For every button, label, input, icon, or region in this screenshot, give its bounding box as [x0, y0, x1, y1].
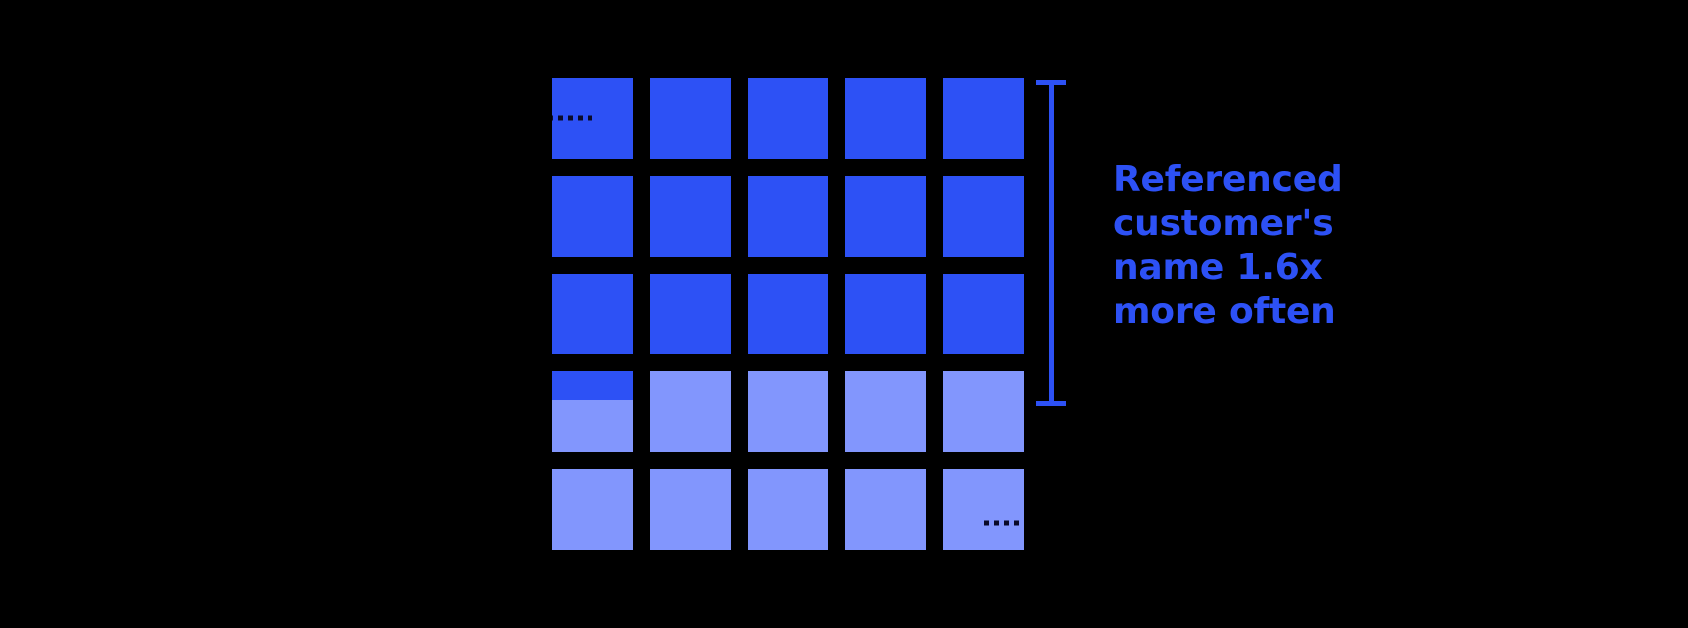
waffle-cell	[943, 78, 1024, 159]
waffle-cell-filled	[943, 273, 1024, 355]
waffle-cell-filled	[552, 273, 633, 355]
waffle-cell-filled	[943, 78, 1024, 159]
waffle-cell-filled	[649, 78, 731, 159]
bracket-bottom-cap	[1036, 401, 1066, 406]
annotation-line-2: customer's	[1113, 203, 1334, 244]
waffle-cell-unfilled	[845, 371, 927, 453]
waffle-cell	[943, 273, 1024, 355]
waffle-cell-unfilled	[552, 469, 633, 550]
waffle-grid	[552, 78, 1024, 550]
waffle-cell	[747, 273, 829, 355]
waffle-cell-filled	[943, 175, 1024, 257]
waffle-cell	[747, 78, 829, 159]
waffle-cell	[845, 371, 927, 453]
waffle-cell	[552, 175, 633, 257]
start-dotted-marker	[552, 115, 592, 121]
waffle-cell-filled	[747, 273, 829, 355]
waffle-cell-filled	[845, 273, 927, 355]
measurement-bracket	[1036, 80, 1066, 406]
waffle-cell	[649, 371, 731, 453]
waffle-cell	[845, 469, 927, 550]
annotation-line-4: more often	[1113, 291, 1336, 332]
waffle-cell	[552, 469, 633, 550]
waffle-cell-unfilled	[943, 371, 1024, 453]
waffle-cell	[552, 273, 633, 355]
bracket-stem	[1049, 80, 1054, 406]
waffle-cell	[845, 175, 927, 257]
waffle-cell	[943, 469, 1024, 550]
waffle-cell-unfilled	[747, 469, 829, 550]
waffle-cell	[649, 273, 731, 355]
waffle-cell	[649, 78, 731, 159]
waffle-cell	[747, 175, 829, 257]
waffle-cell-filled	[845, 175, 927, 257]
waffle-cell	[649, 469, 731, 550]
annotation-text: Referenced customer's name 1.6x more oft…	[1113, 158, 1413, 334]
waffle-cell	[747, 469, 829, 550]
waffle-cell-unfilled	[649, 469, 731, 550]
end-dotted-marker	[984, 520, 1024, 526]
waffle-cell	[845, 273, 927, 355]
waffle-cell-unfilled	[649, 371, 731, 453]
waffle-cell-filled	[649, 175, 731, 257]
waffle-cell-unfilled	[747, 371, 829, 453]
waffle-cell-unfilled	[845, 469, 927, 550]
waffle-cell	[845, 78, 927, 159]
waffle-cell-filled	[747, 78, 829, 159]
waffle-cell-filled	[552, 175, 633, 257]
waffle-cell	[943, 175, 1024, 257]
waffle-cell-unfilled	[943, 469, 1024, 550]
waffle-cell-filled	[845, 78, 927, 159]
waffle-cell	[649, 175, 731, 257]
waffle-cell	[552, 371, 633, 453]
annotation-line-3: name 1.6x	[1113, 247, 1323, 288]
waffle-cell	[552, 78, 633, 159]
waffle-cell-filled	[649, 273, 731, 355]
waffle-cell	[747, 371, 829, 453]
waffle-cell-partial-fill	[552, 371, 633, 400]
annotation-line-1: Referenced	[1113, 159, 1343, 200]
waffle-cell	[943, 371, 1024, 453]
waffle-cell-filled	[747, 175, 829, 257]
